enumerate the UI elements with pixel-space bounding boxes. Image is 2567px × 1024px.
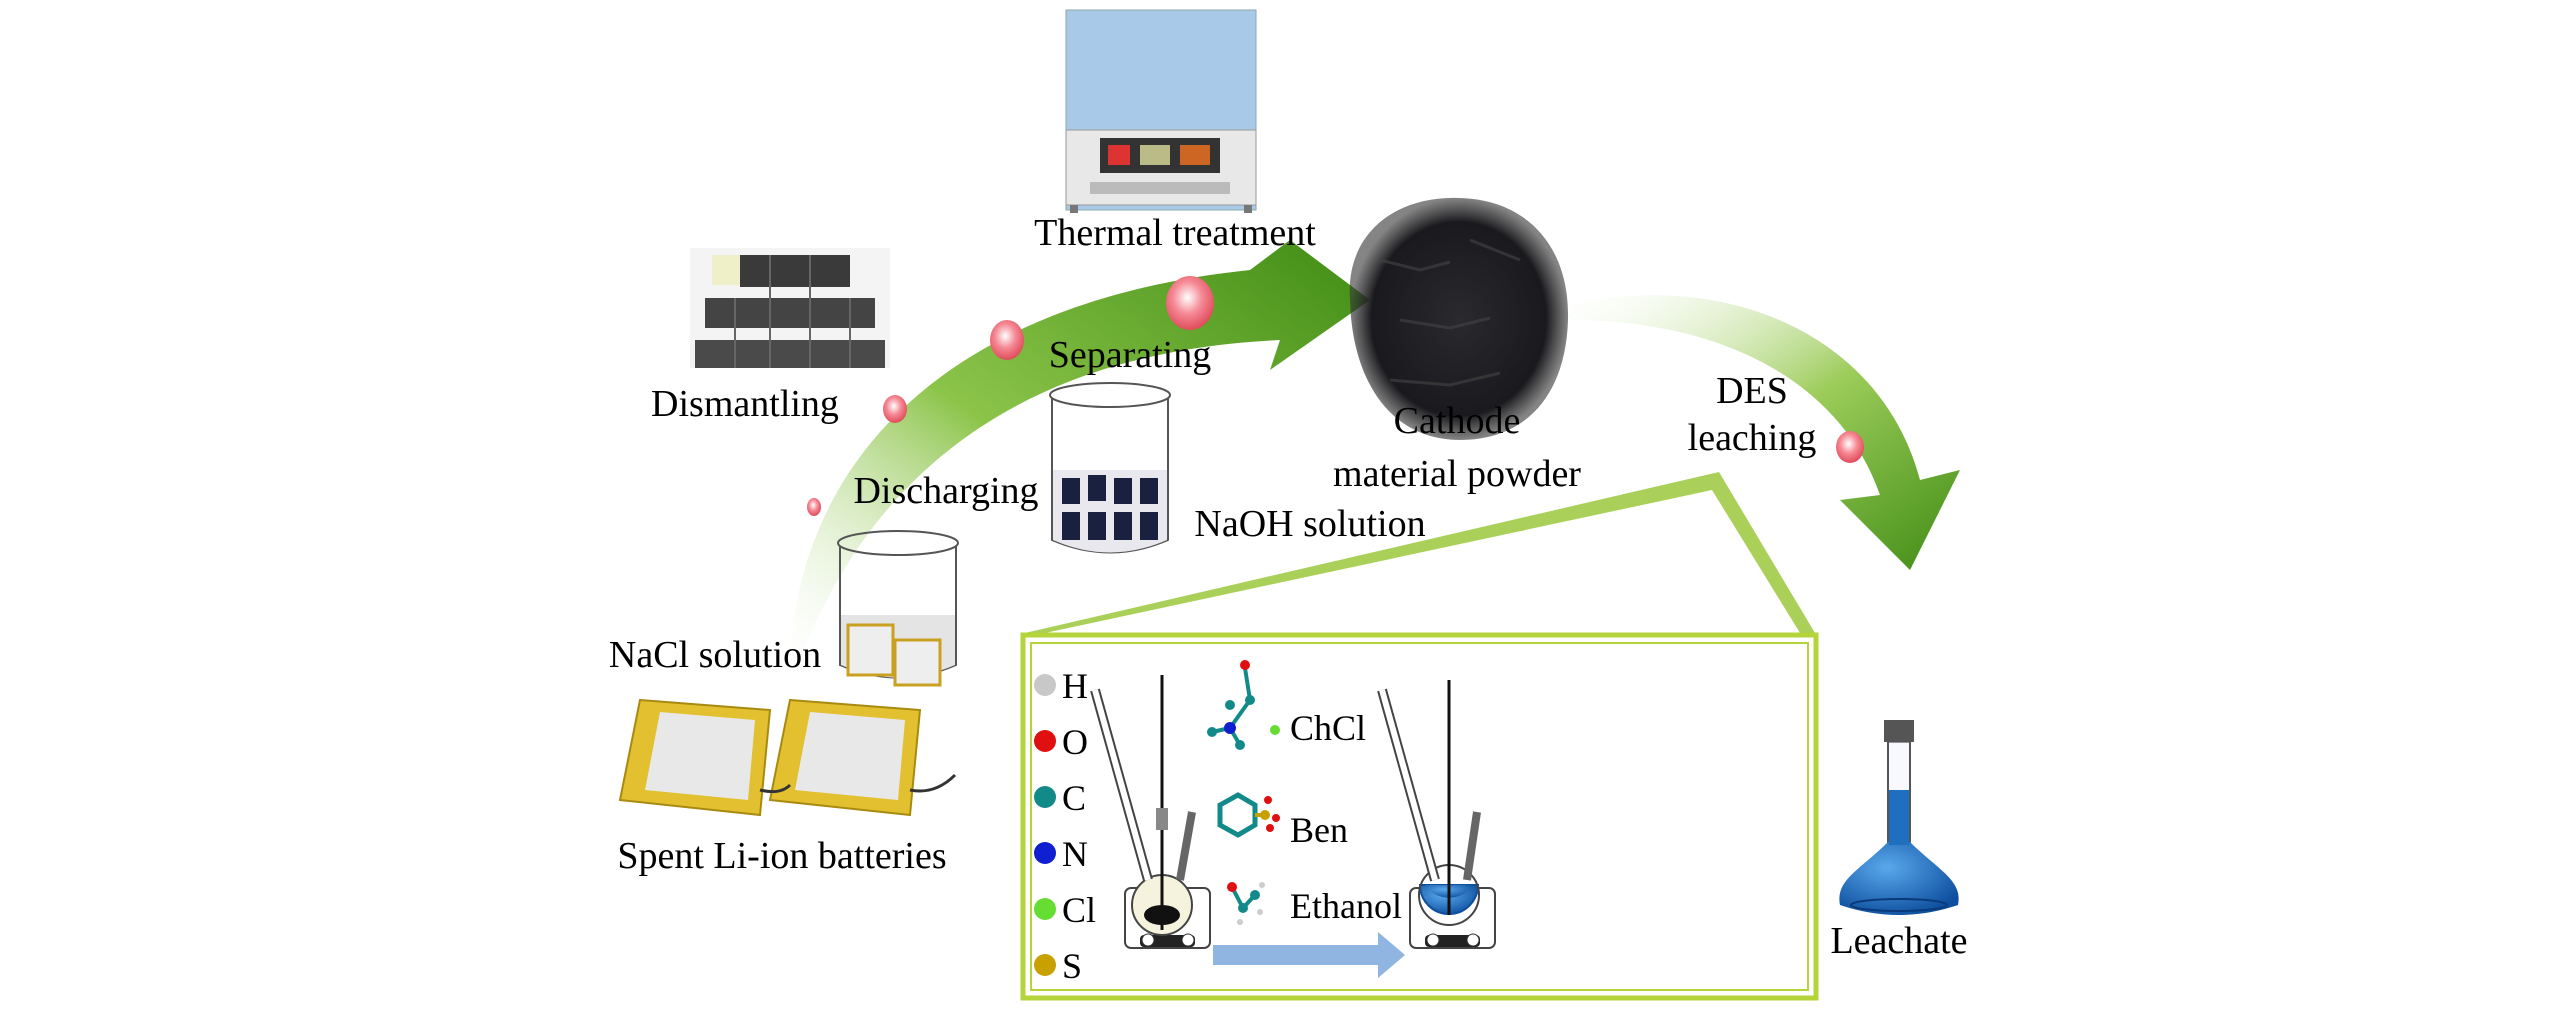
- ben-molecule: [1217, 792, 1280, 838]
- legend-symbol: H: [1062, 666, 1088, 706]
- leachate-flask-image: [1839, 720, 1959, 915]
- atom-ball-icon: [1034, 786, 1056, 808]
- zoom-connector: [1025, 472, 1815, 633]
- des-leaching-arrow: [1570, 295, 1960, 570]
- label-des: DES: [1716, 370, 1788, 412]
- legend-symbol: N: [1062, 834, 1088, 874]
- label-leachate: Leachate: [1830, 920, 1967, 962]
- reaction-flask-after: [1377, 680, 1496, 949]
- label-discharging: Discharging: [853, 470, 1038, 512]
- label-ben: Ben: [1290, 810, 1348, 850]
- label-nacl-solution: NaCl solution: [609, 634, 821, 676]
- marker-dot: [807, 498, 821, 516]
- legend-item-s: S: [1034, 946, 1082, 986]
- main-process-arrow: [790, 240, 1370, 660]
- label-ethanol: Ethanol: [1290, 886, 1402, 926]
- atom-ball-icon: [1034, 842, 1056, 864]
- marker-dot: [1836, 431, 1864, 463]
- ethanol-molecule: [1227, 882, 1265, 925]
- atom-ball-icon: [1034, 954, 1056, 976]
- legend-item-h: H: [1034, 666, 1088, 706]
- legend-item-cl: Cl: [1034, 890, 1096, 930]
- dismantled-electrodes-image: [690, 248, 890, 368]
- cathode-powder-image: [1349, 197, 1569, 440]
- label-spent-batteries: Spent Li-ion batteries: [617, 835, 946, 877]
- atom-ball-icon: [1034, 730, 1056, 752]
- legend-item-c: C: [1034, 778, 1086, 818]
- label-leaching: leaching: [1688, 417, 1817, 459]
- legend-symbol: S: [1062, 946, 1082, 986]
- atom-ball-icon: [1034, 674, 1056, 696]
- spent-batteries-image: [618, 698, 957, 817]
- legend-item-o: O: [1034, 722, 1088, 762]
- label-cathode: Cathode: [1394, 400, 1521, 442]
- marker-dot: [1166, 276, 1214, 330]
- label-separating: Separating: [1049, 334, 1212, 376]
- legend-symbol: C: [1062, 778, 1086, 818]
- legend-symbol: O: [1062, 722, 1088, 762]
- nacl-beaker-image: [837, 530, 959, 687]
- legend-item-n: N: [1034, 834, 1088, 874]
- reaction-arrow: [1213, 932, 1405, 978]
- marker-dot: [883, 395, 907, 423]
- label-chcl: ChCl: [1290, 708, 1366, 748]
- label-naoh-solution: NaOH solution: [1194, 503, 1425, 545]
- legend-symbol: Cl: [1062, 890, 1096, 930]
- reaction-flask-before: [1090, 675, 1211, 949]
- label-material-powder: material powder: [1333, 453, 1581, 495]
- marker-dot: [990, 320, 1024, 360]
- label-dismantling: Dismantling: [651, 383, 839, 425]
- chcl-molecule: [1207, 660, 1280, 750]
- naoh-beaker-image: [1049, 382, 1171, 554]
- atom-ball-icon: [1034, 898, 1056, 920]
- furnace-image: [1065, 9, 1257, 213]
- step-markers: [807, 276, 1864, 516]
- label-thermal-treatment: Thermal treatment: [1034, 212, 1316, 254]
